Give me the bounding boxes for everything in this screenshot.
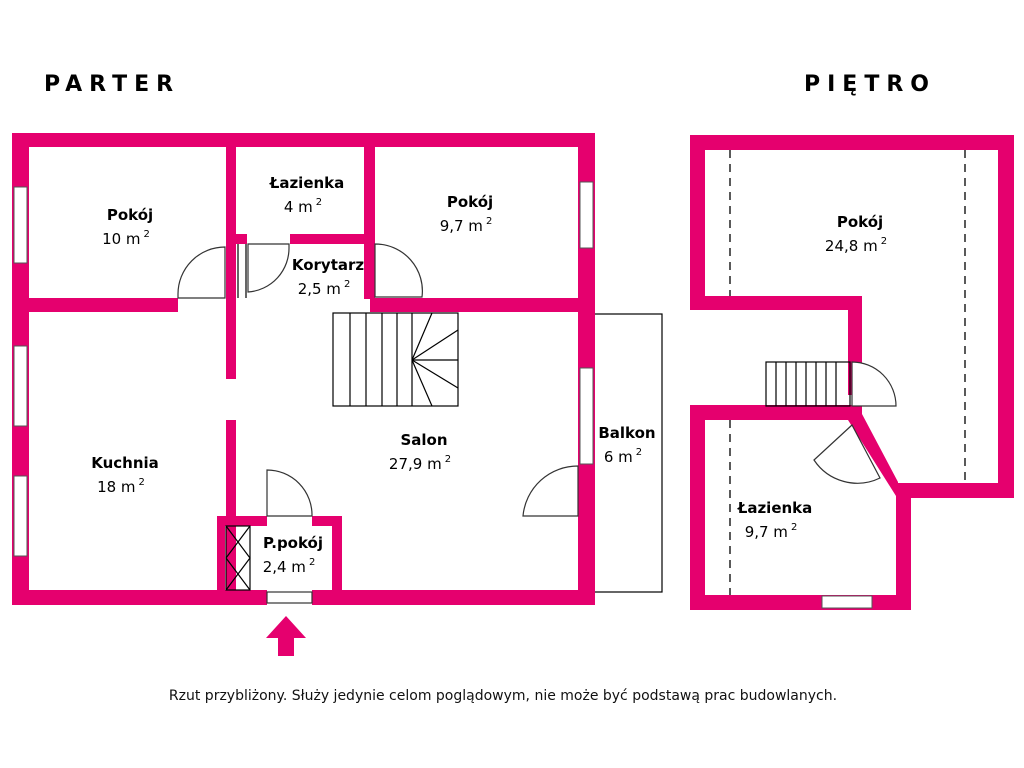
room-area: 27,9 m	[389, 455, 442, 473]
door	[266, 469, 313, 517]
svg-text:9,7 m2: 9,7 m2	[745, 522, 798, 541]
window	[13, 186, 28, 264]
room-name: Salon	[400, 431, 447, 449]
room-area: 9,7 m	[745, 523, 788, 541]
wall	[332, 516, 342, 605]
svg-text:27,9 m2: 27,9 m2	[389, 454, 451, 473]
room-area: 2,4 m	[263, 558, 306, 576]
room-area: 4 m	[284, 198, 313, 216]
wall	[217, 516, 225, 605]
window	[579, 367, 594, 465]
up-arrow-icon	[266, 616, 306, 656]
wall	[12, 590, 267, 605]
svg-text:10 m2: 10 m2	[102, 229, 150, 248]
staircase	[332, 312, 459, 407]
svg-text:2,4 m2: 2,4 m2	[263, 557, 316, 576]
svg-text:24,8 m2: 24,8 m2	[825, 236, 887, 255]
pantry-shelf-x	[225, 525, 251, 591]
window	[579, 181, 594, 249]
upper-floor-title: PIĘTRO	[804, 72, 936, 97]
svg-text:9,7 m2: 9,7 m2	[440, 216, 493, 235]
room-name: Pokój	[837, 213, 883, 231]
wall	[312, 516, 342, 526]
staircase	[765, 361, 851, 407]
wall	[12, 298, 178, 312]
wall	[370, 298, 595, 312]
door	[813, 424, 881, 484]
wall	[364, 133, 375, 299]
wall	[217, 516, 267, 526]
room-name: Korytarz	[292, 256, 365, 274]
wall	[226, 133, 236, 379]
window	[821, 595, 873, 609]
window	[13, 475, 28, 557]
svg-text:2,5 m2: 2,5 m2	[298, 279, 351, 298]
room-name: Pokój	[447, 193, 493, 211]
wall	[226, 420, 236, 605]
room-name: Balkon	[598, 424, 655, 442]
room-name: Łazienka	[737, 499, 813, 517]
svg-text:6 m2: 6 m2	[604, 447, 642, 466]
room-name: P.pokój	[263, 534, 323, 552]
room-area: 24,8 m	[825, 237, 878, 255]
svg-text:18 m2: 18 m2	[97, 477, 145, 496]
door	[374, 243, 423, 298]
door	[851, 361, 897, 407]
room-area: 10 m	[102, 230, 140, 248]
upper-floor-plan	[690, 135, 1014, 610]
room-name: Łazienka	[269, 174, 345, 192]
room-area: 18 m	[97, 478, 135, 496]
room-area: 6 m	[604, 448, 633, 466]
entrance-door	[266, 591, 313, 604]
room-area: 2,5 m	[298, 280, 341, 298]
window	[13, 345, 28, 427]
wall	[312, 590, 595, 605]
svg-text:4 m2: 4 m2	[284, 197, 322, 216]
door	[522, 465, 579, 517]
door	[177, 246, 226, 299]
room-name: Pokój	[107, 206, 153, 224]
wall	[226, 234, 247, 244]
wall	[290, 234, 375, 244]
disclaimer-text: Rzut przybliżony. Służy jedynie celom po…	[168, 688, 838, 704]
wall	[12, 133, 595, 147]
ground-floor-title: PARTER	[44, 72, 181, 97]
ground-floor-plan	[12, 133, 663, 656]
room-name: Kuchnia	[91, 454, 159, 472]
door	[247, 243, 290, 293]
room-area: 9,7 m	[440, 217, 483, 235]
